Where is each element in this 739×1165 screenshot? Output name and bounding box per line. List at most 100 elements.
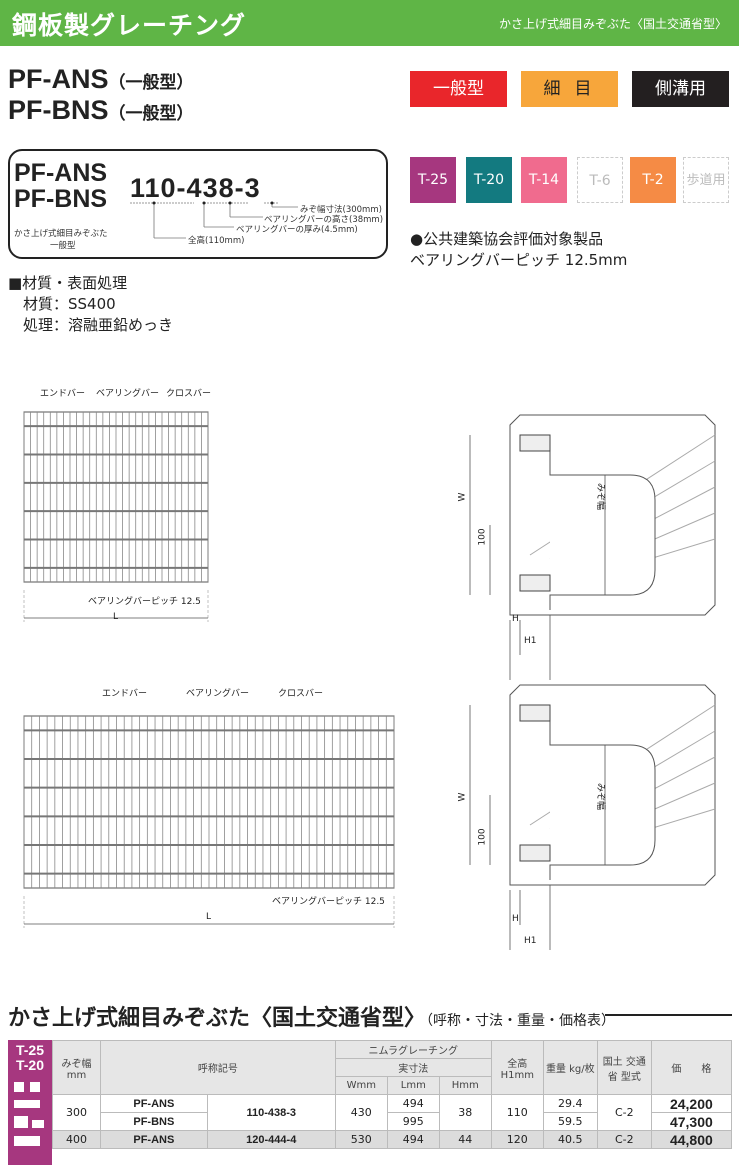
cell-l: 494 bbox=[386, 1094, 440, 1113]
price-table-title: かさ上げ式細目みぞぶた〈国土交通省型〉（呼称・寸法・重量・価格表） bbox=[8, 1000, 615, 1032]
label-bar-thickness: ベアリングバーの厚み(4.5mm) bbox=[236, 225, 358, 235]
cell-price: 24,200 bbox=[650, 1094, 733, 1113]
cell-l: 494 bbox=[386, 1130, 440, 1149]
spec-model-2: PF-BNS bbox=[14, 185, 108, 213]
label-end-bar: エンドバー bbox=[102, 689, 148, 699]
cell-h: 44 bbox=[438, 1130, 492, 1149]
th-h: Hmm bbox=[438, 1076, 492, 1095]
tag-fine: 細目 bbox=[521, 71, 618, 107]
label-dim-100: 100 bbox=[477, 528, 488, 546]
label-length: L bbox=[206, 912, 212, 922]
table-row: 300 PF-ANS 110-438-3 430 494 38 110 29.4… bbox=[52, 1094, 733, 1131]
side-tab-t25: T-25 bbox=[15, 1042, 44, 1058]
model-name: PF-BNS bbox=[8, 95, 109, 125]
cross-section-top bbox=[469, 414, 716, 680]
label-end-bar: エンドバー bbox=[40, 389, 86, 399]
cell-model: PF-ANS bbox=[100, 1094, 208, 1113]
label-ditch-width: みぞ幅 bbox=[595, 782, 606, 811]
cross-section-bottom bbox=[469, 684, 716, 950]
cell-weight: 59.5 bbox=[542, 1112, 598, 1131]
load-class-t2: T-2 bbox=[630, 157, 676, 203]
cell-width: 400 bbox=[52, 1130, 101, 1149]
page-subtitle: かさ上げ式細目みぞぶた〈国土交通省型〉 bbox=[498, 17, 727, 31]
label-width-w: W bbox=[457, 792, 468, 802]
label-h1: H1 bbox=[524, 636, 537, 646]
spec-code-box: PF-ANS PF-BNS かさ上げ式細目みぞぶた 一般型 110-438-3 … bbox=[8, 149, 388, 259]
label-pitch: ベアリングバーピッチ 12.5 bbox=[88, 597, 201, 607]
material-treatment: 処理：溶融亜鉛めっき bbox=[23, 316, 174, 334]
cell-l: 995 bbox=[386, 1112, 440, 1131]
spec-model-1: PF-ANS bbox=[14, 159, 108, 187]
cell-code: 110-438-3 bbox=[206, 1094, 336, 1131]
load-class-walkway: 歩道用 bbox=[683, 157, 729, 203]
price-table-heading: かさ上げ式細目みぞぶた〈国土交通省型〉 bbox=[8, 1006, 427, 1031]
header-bar: 鋼板製グレーチング かさ上げ式細目みぞぶた〈国土交通省型〉 bbox=[0, 0, 739, 46]
th-price: 価 格 bbox=[650, 1040, 733, 1095]
grate-plan-large bbox=[23, 715, 395, 928]
cell-model: PF-ANS bbox=[100, 1130, 208, 1149]
material-line: 材質：SS400 bbox=[23, 295, 116, 313]
label-length: L bbox=[113, 612, 119, 622]
model-row-1: PF-ANS（一般型） bbox=[8, 66, 194, 97]
spec-desc-2: 一般型 bbox=[50, 241, 76, 251]
label-pitch: ベアリングバーピッチ 12.5 bbox=[272, 897, 385, 907]
th-w: Wmm bbox=[334, 1076, 388, 1095]
cell-type: C-2 bbox=[596, 1130, 652, 1149]
label-total-height: 全高(110mm) bbox=[188, 236, 245, 246]
model-row-2: PF-BNS（一般型） bbox=[8, 97, 194, 128]
cell-h1: 110 bbox=[490, 1094, 544, 1131]
note-pitch: ベアリングバーピッチ 12.5mm bbox=[410, 251, 628, 269]
label-h: H bbox=[512, 914, 519, 924]
load-class-t25: T-25 bbox=[410, 157, 456, 203]
cell-weight: 29.4 bbox=[542, 1094, 598, 1113]
load-class-t20: T-20 bbox=[466, 157, 512, 203]
th-type: 国土 交通省 型式 bbox=[596, 1040, 652, 1095]
page-title: 鋼板製グレーチング bbox=[12, 11, 247, 40]
label-ditch-width: みぞ幅寸法(300mm) bbox=[300, 205, 382, 215]
label-bearing-bar: ベアリングバー bbox=[186, 689, 250, 699]
label-h: H bbox=[512, 614, 519, 624]
model-note: （一般型） bbox=[108, 104, 194, 124]
label-cross-bar: クロスバー bbox=[166, 389, 212, 399]
model-note: （一般型） bbox=[108, 73, 194, 93]
cell-model: PF-BNS bbox=[100, 1112, 208, 1131]
label-h1: H1 bbox=[524, 936, 537, 946]
th-group: ニムラグレーチング bbox=[334, 1040, 492, 1059]
tag-side-ditch: 側溝用 bbox=[632, 71, 729, 107]
cell-w: 530 bbox=[334, 1130, 388, 1149]
model-names: PF-ANS（一般型） PF-BNS（一般型） bbox=[8, 66, 194, 128]
tag-general: 一般型 bbox=[410, 71, 507, 107]
spec-desc-1: かさ上げ式細目みぞぶた bbox=[14, 229, 108, 239]
label-bar-height: ベアリングバーの高さ(38mm) bbox=[264, 215, 384, 225]
label-dim-100: 100 bbox=[477, 828, 488, 846]
model-name: PF-ANS bbox=[8, 64, 109, 94]
cell-h1: 120 bbox=[490, 1130, 544, 1149]
truck-icon bbox=[14, 1082, 44, 1146]
th-actual: 実寸法 bbox=[334, 1058, 492, 1077]
cell-type: C-2 bbox=[596, 1094, 652, 1131]
th-h1: 全高 H1mm bbox=[490, 1040, 544, 1095]
label-width-w: W bbox=[457, 492, 468, 502]
load-class-t6: T-6 bbox=[577, 157, 623, 203]
price-table-subheading: （呼称・寸法・重量・価格表） bbox=[426, 1013, 616, 1029]
th-weight: 重量 kg/枚 bbox=[542, 1040, 598, 1095]
spec-leader-lines bbox=[130, 201, 298, 239]
table-row: 400 PF-ANS 120-444-4 530 494 44 120 40.5… bbox=[52, 1130, 733, 1149]
note-certified: ●公共建築協会評価対象製品 bbox=[410, 230, 604, 248]
cell-code: 120-444-4 bbox=[206, 1130, 336, 1149]
technical-drawings bbox=[23, 411, 716, 950]
cell-price: 47,300 bbox=[650, 1112, 733, 1131]
label-ditch-width: みぞ幅 bbox=[595, 482, 606, 511]
side-tab-t20: T-20 bbox=[15, 1057, 44, 1073]
th-width: みぞ幅 mm bbox=[52, 1040, 101, 1095]
grate-plan-small bbox=[23, 411, 209, 622]
cell-w: 430 bbox=[334, 1094, 388, 1131]
cell-h: 38 bbox=[438, 1094, 492, 1131]
th-l: Lmm bbox=[386, 1076, 440, 1095]
cell-width: 300 bbox=[52, 1094, 101, 1131]
label-cross-bar: クロスバー bbox=[278, 689, 324, 699]
spec-code: 110-438-3 bbox=[130, 173, 261, 203]
label-bearing-bar: ベアリングバー bbox=[96, 389, 160, 399]
title-rule bbox=[605, 1014, 732, 1016]
th-code: 呼称記号 bbox=[100, 1040, 336, 1095]
